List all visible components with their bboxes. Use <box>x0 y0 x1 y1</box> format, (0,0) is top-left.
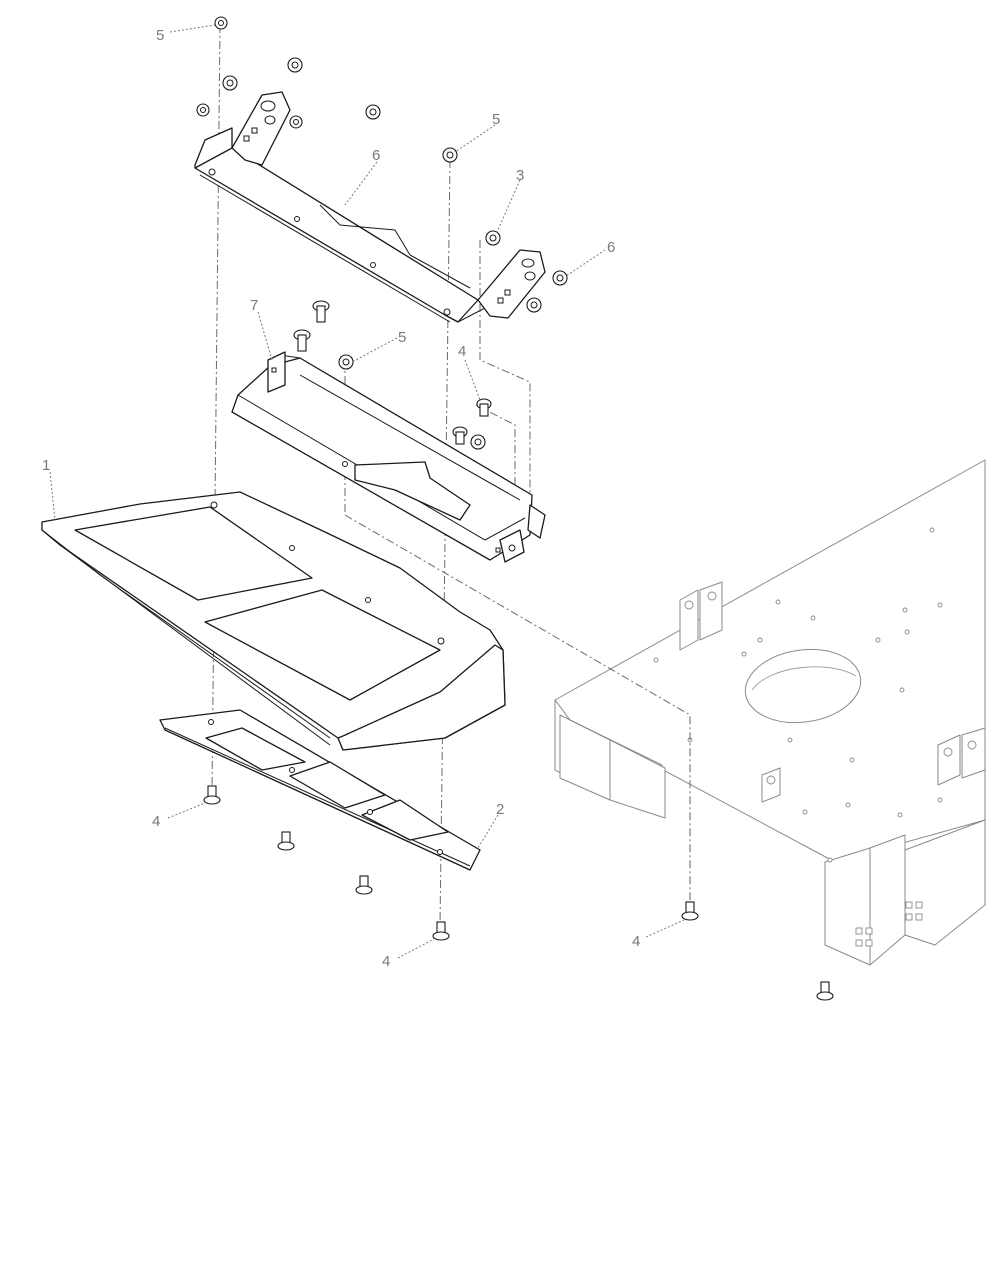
bolt-upper-b <box>293 329 311 352</box>
nut-b <box>222 75 238 91</box>
part-2-gasket-plate <box>159 709 481 871</box>
bolt-upper-a <box>312 300 330 323</box>
part-6-upper-bracket <box>194 91 546 323</box>
part-1-deck-cover <box>41 491 506 751</box>
callout-leaders <box>49 24 685 959</box>
callout-6-right: 6 <box>607 239 615 256</box>
callout-labels: 5 5 6 3 6 7 5 4 1 2 4 4 4 <box>42 27 640 970</box>
bolt-lower-b <box>277 831 295 851</box>
nut-c <box>365 104 381 120</box>
nut-h <box>552 270 568 286</box>
callout-3: 3 <box>516 167 524 184</box>
nut-j <box>338 354 354 370</box>
nut-f <box>442 147 458 163</box>
part-7-channel-bracket <box>231 351 546 563</box>
callout-4-upper: 4 <box>458 343 466 360</box>
bolt-upper-c <box>476 398 492 417</box>
callout-7: 7 <box>250 297 258 314</box>
callout-1: 1 <box>42 457 50 474</box>
callout-4-right: 4 <box>632 933 640 950</box>
nut-d <box>196 103 210 117</box>
nut-g <box>485 230 501 246</box>
nut-top <box>214 16 228 30</box>
callout-4-left: 4 <box>152 813 160 830</box>
bolt-lower-a <box>203 785 221 805</box>
bolt-lower-e <box>681 901 699 921</box>
carriage-bolts-upper <box>293 300 492 445</box>
callout-4-bottom: 4 <box>382 953 390 970</box>
bolt-lower-d <box>432 921 450 941</box>
nut-a <box>287 57 303 73</box>
callout-5-middle: 5 <box>398 329 406 346</box>
nut-k <box>470 434 486 450</box>
bolt-lower-f <box>816 981 834 1001</box>
carriage-bolts-lower <box>203 785 834 1001</box>
callout-5-upper-right: 5 <box>492 111 500 128</box>
bolt-upper-d <box>452 426 468 445</box>
callout-5-top: 5 <box>156 27 164 44</box>
callout-2: 2 <box>496 801 504 818</box>
bolt-lower-c <box>355 875 373 895</box>
nut-e <box>289 115 303 129</box>
nut-i <box>526 297 542 313</box>
hex-nuts <box>196 16 568 450</box>
frame-holes <box>653 527 943 863</box>
mower-frame-chassis <box>554 459 986 966</box>
frame-slot-pattern <box>855 901 923 947</box>
callout-6-upper-bracket: 6 <box>372 147 380 164</box>
